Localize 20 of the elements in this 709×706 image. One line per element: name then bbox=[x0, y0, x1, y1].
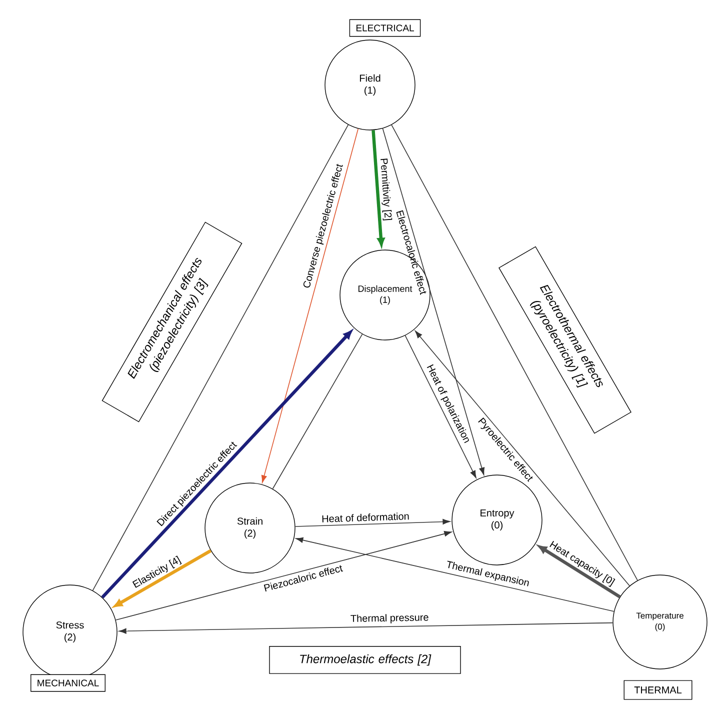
domain-label-box: MECHANICAL bbox=[30, 674, 106, 692]
arrow bbox=[261, 128, 359, 483]
domain-label-box: THERMAL bbox=[624, 680, 692, 700]
arrow bbox=[538, 545, 621, 598]
connector-line bbox=[272, 334, 363, 490]
edge-label: Thermal pressure bbox=[350, 614, 428, 624]
arrow bbox=[294, 519, 450, 527]
arrow bbox=[101, 330, 352, 598]
connector-line bbox=[391, 124, 638, 581]
domain-label-box: ELECTRICAL bbox=[349, 19, 421, 37]
arrow bbox=[115, 531, 452, 620]
edge-label: Heat of deformation bbox=[322, 512, 409, 522]
arrow bbox=[404, 335, 476, 478]
arrow bbox=[296, 537, 614, 612]
arrow bbox=[382, 128, 485, 476]
arrow bbox=[114, 549, 212, 608]
effect-box: Thermoelastic effects [2] bbox=[269, 646, 461, 674]
arrow bbox=[118, 622, 614, 634]
connector-line bbox=[92, 124, 349, 591]
arrow bbox=[414, 330, 630, 586]
